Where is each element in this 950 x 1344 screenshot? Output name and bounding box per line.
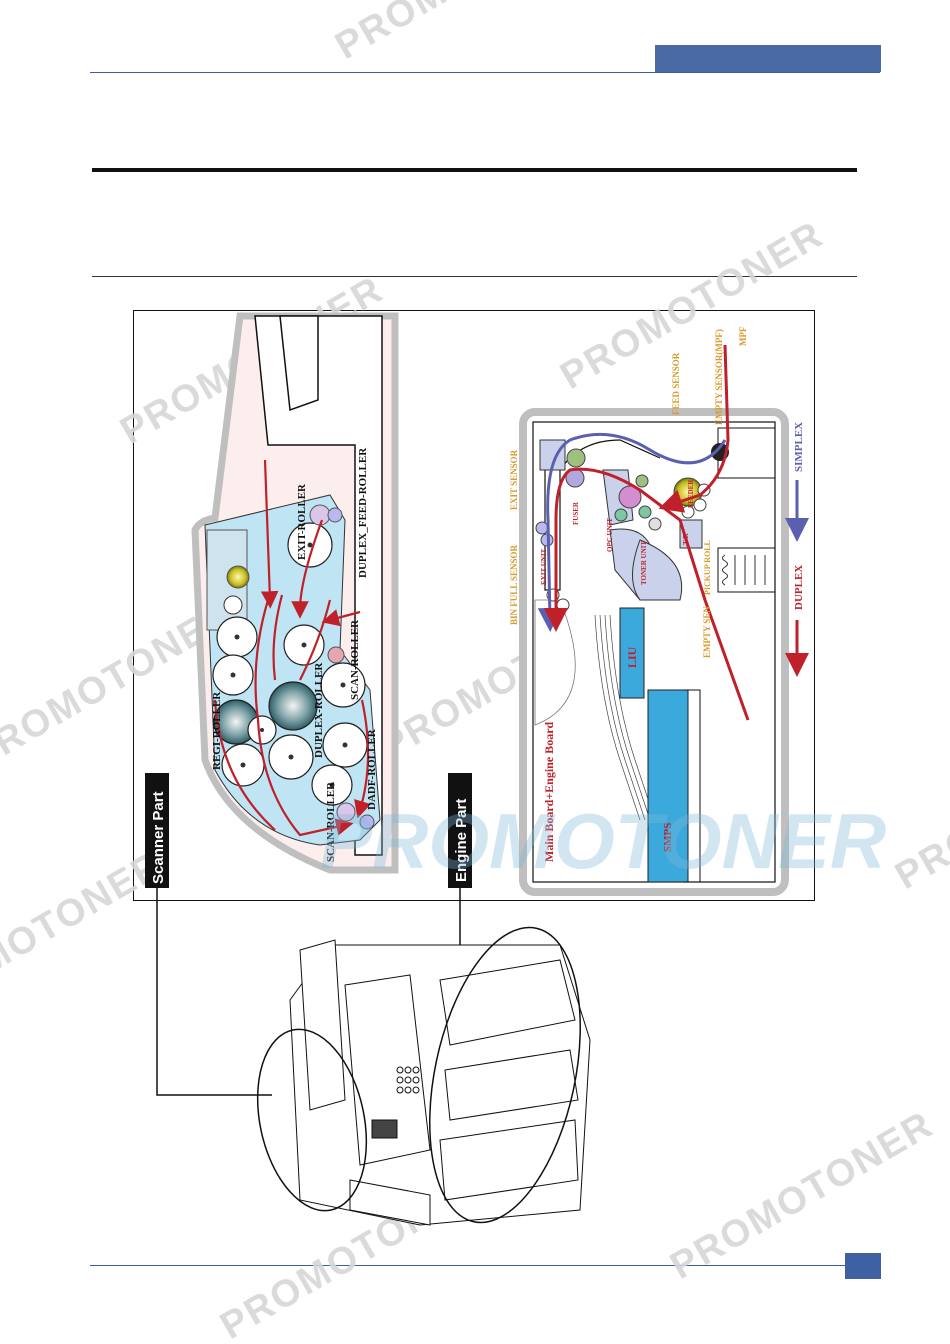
small-roller — [223, 595, 243, 615]
gear-roller — [226, 565, 250, 589]
scanner-paper-path — [213, 459, 371, 837]
exit-unit-label: EXIT UNIT — [540, 548, 548, 585]
duplex-roller-label: DUPLEX-ROLLER — [313, 662, 325, 758]
feed-sensor-label: FEED SENSOR — [671, 352, 681, 415]
engine-part-tab — [448, 773, 472, 888]
watermark-logo: PROMOTONER — [320, 797, 886, 885]
toner-unit — [632, 539, 683, 601]
main-board-label: Main Board+Engine Board — [542, 721, 556, 862]
header-rule — [90, 72, 880, 73]
keypad — [396, 1066, 420, 1094]
engine-board-labels: LIU SMPS Main Board+Engine Board — [542, 646, 674, 862]
empty-sensor-mpf-label: EMPTY SENSOR(MPF) — [714, 329, 724, 425]
bin-full-sensor-label: BIN FULL SENSOR — [509, 544, 519, 625]
duplex-legend-label: DUPLEX — [793, 565, 805, 610]
adf-cover — [299, 939, 346, 1111]
duplex-roller-shape — [268, 681, 318, 731]
scanner-labels: EXIT-ROLLER DUPLEX_FEED-ROLLER SCAN-ROLL… — [211, 447, 378, 862]
path-legend: SIMPLEX DUPLEX — [785, 422, 809, 677]
mpf-label: MPF — [738, 326, 748, 346]
smps-label: SMPS — [662, 823, 674, 852]
scanner-part-tab-label: Scanner Part — [150, 791, 167, 884]
dadf-roller-label: DADF-ROLLER — [366, 728, 378, 810]
scanner-part-tab — [145, 773, 169, 888]
title-rule-thick — [92, 168, 857, 172]
feeder-label: FEEDER — [687, 479, 695, 508]
empty-sen-label: EMPTY SEN — [702, 606, 712, 658]
duplex-feed-roller-label: DUPLEX_FEED-ROLLER — [357, 447, 369, 578]
engine-part-tab-label: Engine Part — [453, 799, 470, 882]
scanner-glass — [344, 974, 431, 1166]
opc-unit-label: OPC UNIT — [606, 518, 614, 552]
wiring — [594, 614, 656, 821]
fuser-label: FUSER — [572, 501, 580, 525]
printer-illustration — [256, 926, 591, 1226]
callout-lines — [156, 888, 461, 1096]
header-accent-bar — [655, 45, 881, 72]
spring — [717, 547, 776, 593]
engine-callout-ellipse — [429, 926, 581, 1224]
watermark-text: PROMOTONER — [554, 213, 831, 397]
exit-sensor-label: EXIT SENSOR — [509, 449, 519, 510]
base-panel — [349, 1179, 431, 1226]
footer-rule — [90, 1265, 845, 1266]
pinch-rollers — [309, 504, 375, 830]
engine-section: FEED SENSOR EMPTY SENSOR(MPF) MPF EXIT S… — [448, 326, 809, 896]
diagram-frame — [133, 310, 815, 901]
page-number-box — [845, 1253, 881, 1279]
scanner-section: EXIT-ROLLER DUPLEX_FEED-ROLLER SCAN-ROLL… — [145, 312, 399, 888]
engine-labels: FEED SENSOR EMPTY SENSOR(MPF) MPF EXIT S… — [509, 326, 748, 658]
tr-label: T/R — [682, 532, 690, 545]
liu-board — [619, 607, 645, 699]
liu-label: LIU — [625, 646, 639, 668]
scan-roller-top-label: SCAN-ROLLER — [349, 619, 361, 700]
regi-roller-label: REGI-ROLLER — [211, 691, 223, 770]
simplex-legend-label: SIMPLEX — [793, 422, 805, 472]
tray-slot — [279, 315, 319, 412]
paper-cassette — [439, 1119, 579, 1201]
scan-roller-bottom-label: SCAN-ROLLER — [325, 781, 337, 862]
control-display — [371, 1119, 398, 1139]
mpf-path — [658, 344, 730, 513]
title-rule-thin — [92, 276, 857, 277]
roller-hubs — [230, 542, 348, 788]
roller-group — [212, 522, 368, 806]
smps-board — [647, 689, 689, 883]
toner-unit-label: TONER UNIT — [640, 541, 648, 585]
front-panel — [444, 1049, 579, 1121]
simplex-path — [537, 432, 727, 632]
duplex-path — [544, 467, 750, 721]
engine-unit-labels: FUSER OPC UNIT TONER UNIT FEEDER EXIT UN… — [540, 479, 712, 595]
watermark-text: PROMOTONER — [889, 713, 950, 897]
scanner-callout-ellipse — [256, 1028, 368, 1212]
pickup-roll-label: PICKUP ROLL — [703, 540, 712, 595]
watermark-text: PROMOTONER — [329, 0, 606, 68]
exit-roller-label: EXIT-ROLLER — [296, 483, 308, 560]
watermark-text: PROMOTONER — [664, 1103, 941, 1287]
